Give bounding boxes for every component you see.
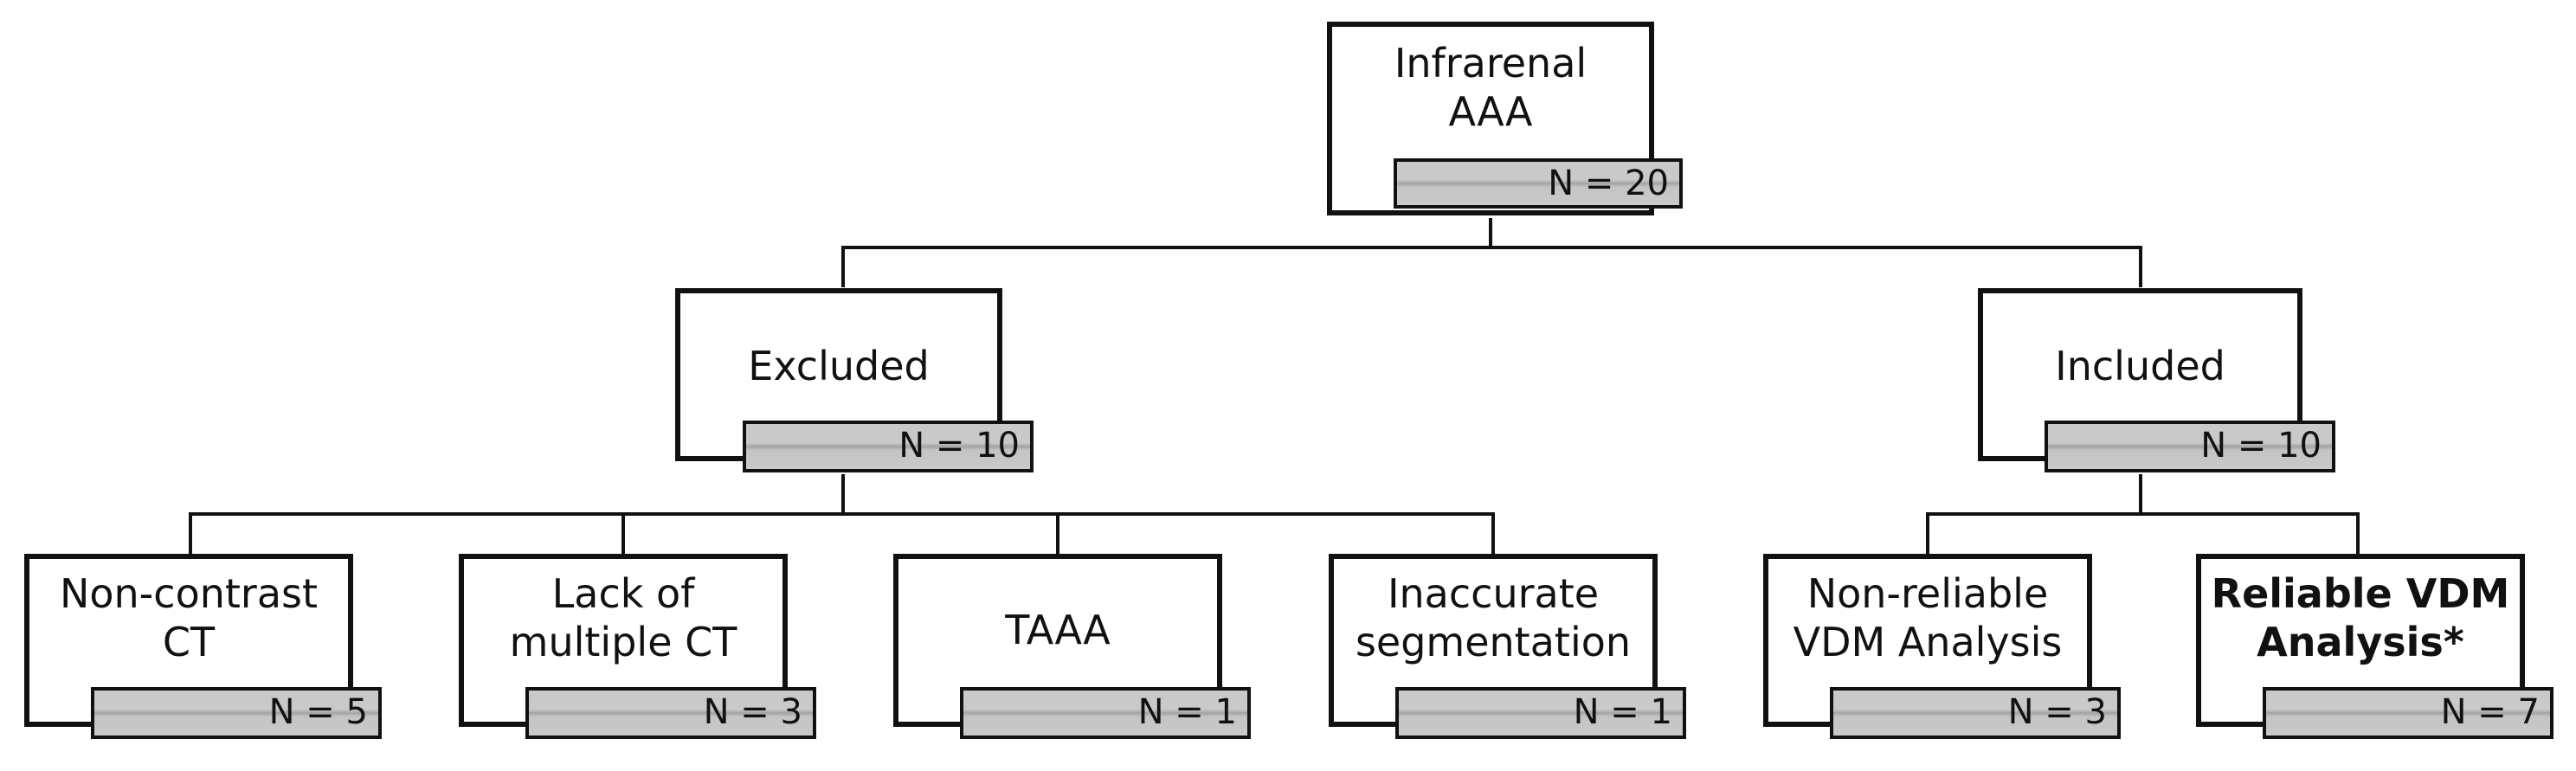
node-inaccurate-segmentation-count: N = 1 (1395, 687, 1686, 739)
node-taaa-count: N = 1 (960, 687, 1251, 739)
node-infrarenal-aaa-count: N = 20 (1394, 158, 1683, 209)
connector-reliable-up (2356, 512, 2360, 554)
node-reliable-vdm-line1: Reliable VDM (2211, 570, 2510, 617)
connector-non-contrast-up (189, 512, 192, 554)
node-reliable-vdm-label: Reliable VDM Analysis* (2201, 569, 2520, 666)
node-excluded-line1: Excluded (748, 343, 930, 389)
node-excluded-count: N = 10 (743, 421, 1034, 472)
node-taaa-line1: TAAA (1005, 607, 1111, 653)
node-non-reliable-vdm-count: N = 3 (1830, 687, 2121, 739)
connector-excluded-bar (189, 512, 1495, 516)
node-non-contrast-ct-label: Non-contrast CT (29, 569, 348, 666)
connector-excluded-up (841, 246, 845, 287)
connector-included-down (2139, 474, 2142, 514)
node-infrarenal-aaa-line2: AAA (1448, 88, 1533, 135)
connector-taaa-up (1056, 512, 1059, 554)
node-non-reliable-vdm-line1: Non-reliable (1806, 570, 2049, 617)
node-excluded-label: Excluded (680, 342, 997, 390)
node-non-contrast-ct-count: N = 5 (91, 687, 382, 739)
node-lack-of-multiple-ct-label: Lack of multiple CT (464, 569, 782, 666)
connector-excluded-down (841, 474, 845, 514)
node-lack-of-multiple-ct-line1: Lack of (551, 570, 695, 617)
node-taaa-label: TAAA (898, 606, 1217, 654)
connector-included-bar (1926, 512, 2360, 516)
node-infrarenal-aaa-line1: Infrarenal (1394, 40, 1587, 87)
connector-included-up (2139, 246, 2142, 287)
node-reliable-vdm-line2: Analysis* (2257, 619, 2464, 665)
node-inaccurate-segmentation-line1: Inaccurate (1387, 570, 1600, 617)
node-included-line1: Included (2055, 343, 2225, 389)
node-reliable-vdm-count: N = 7 (2263, 687, 2553, 739)
node-included-label: Included (1983, 342, 2297, 390)
node-included-count: N = 10 (2045, 421, 2335, 472)
node-non-reliable-vdm-label: Non-reliable VDM Analysis (1768, 569, 2087, 666)
node-inaccurate-segmentation-line2: segmentation (1355, 619, 1632, 665)
connector-level1-bar (841, 246, 2142, 249)
node-non-contrast-ct-line2: CT (162, 619, 216, 665)
node-lack-of-multiple-ct-count: N = 3 (525, 687, 816, 739)
connector-root-down (1489, 218, 1492, 247)
node-inaccurate-segmentation-label: Inaccurate segmentation (1334, 569, 1652, 666)
node-non-contrast-ct-line1: Non-contrast (59, 570, 319, 617)
node-non-reliable-vdm-line2: VDM Analysis (1793, 619, 2063, 665)
connector-non-reliable-up (1926, 512, 1929, 554)
connector-lack-multiple-up (621, 512, 625, 554)
node-lack-of-multiple-ct-line2: multiple CT (509, 619, 737, 665)
node-infrarenal-aaa-label: Infrarenal AAA (1332, 39, 1649, 136)
connector-inaccurate-up (1491, 512, 1495, 554)
